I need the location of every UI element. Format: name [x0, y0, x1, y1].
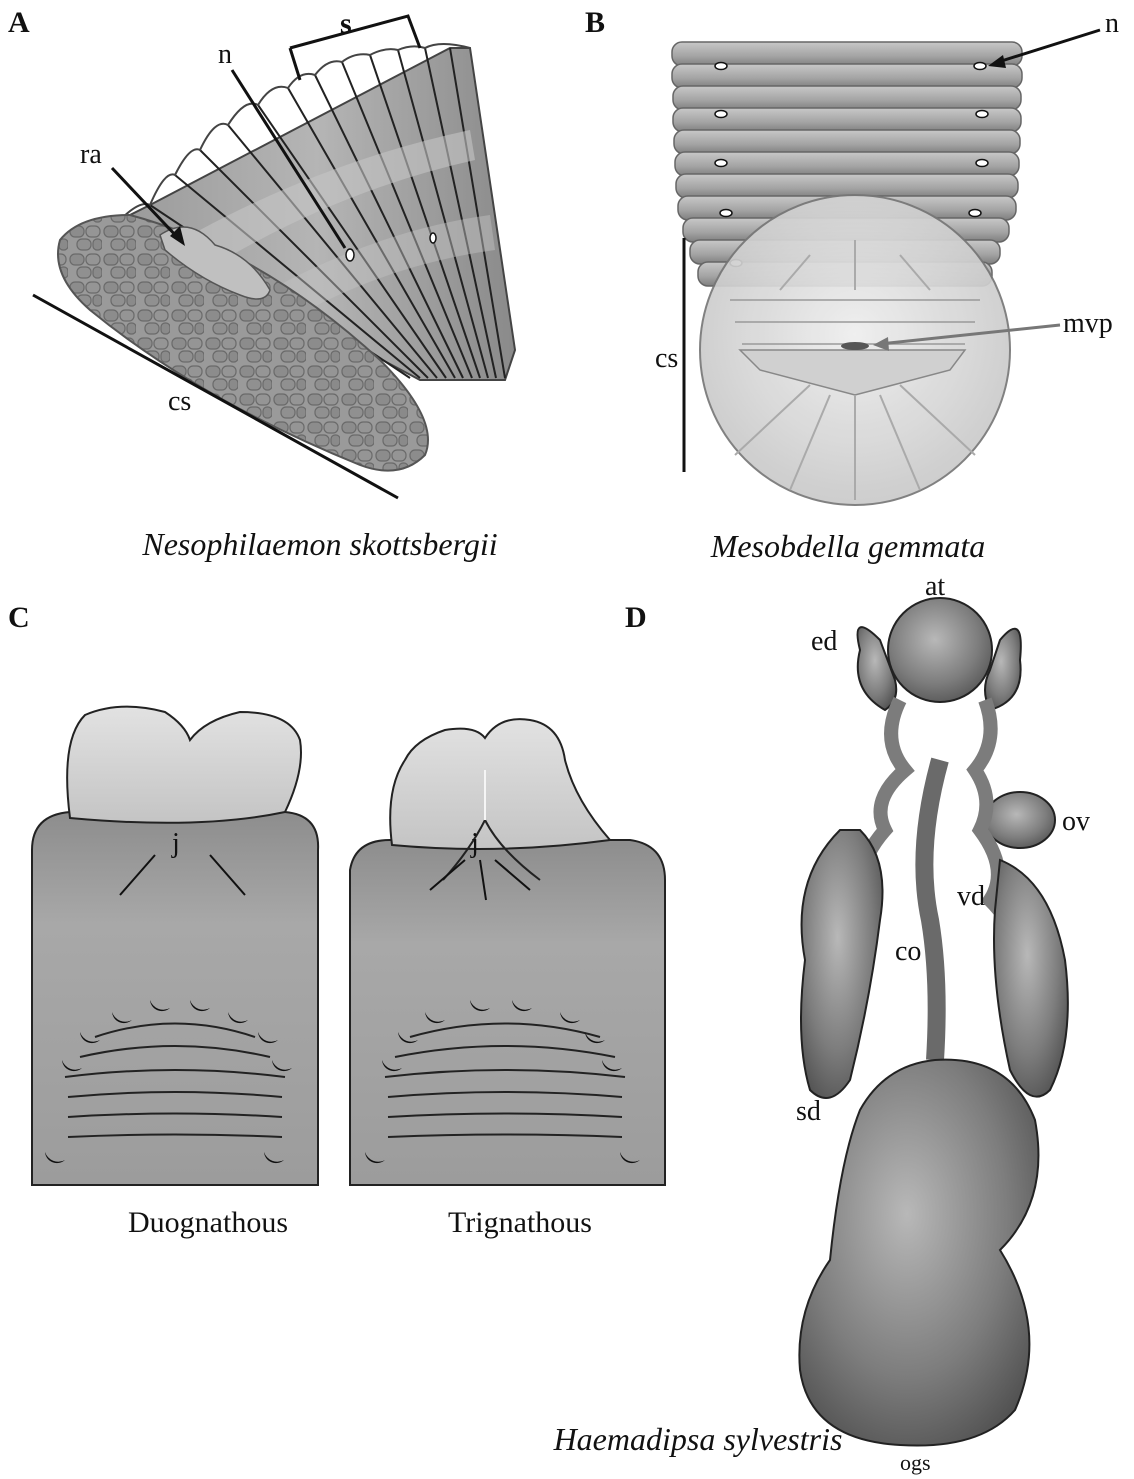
label-ra: ra [80, 139, 102, 170]
species-b: Mesobdella gemmata [710, 528, 986, 564]
trignathous-figure [350, 719, 665, 1185]
sperm-duct-right [994, 860, 1068, 1097]
caption-trignathous: Trignathous [448, 1206, 592, 1239]
ogs-sac [799, 1060, 1038, 1446]
duognathous-figure [32, 707, 318, 1185]
atrium-organ [858, 598, 1021, 710]
label-co: co [895, 936, 921, 967]
posterior-sucker-b [700, 195, 1010, 505]
label-sd: sd [796, 1096, 821, 1127]
label-ov: ov [1062, 806, 1090, 837]
label-vd: vd [957, 881, 985, 912]
label-cs-b: cs [655, 343, 678, 374]
caption-duognathous: Duognathous [128, 1206, 288, 1239]
label-s: s [340, 7, 352, 40]
label-ed: ed [811, 626, 837, 657]
label-cs: cs [168, 386, 191, 417]
label-n-b: n [1105, 8, 1119, 39]
panel-letter-d: D [625, 601, 647, 634]
panel-a: A [8, 6, 515, 562]
panel-c: C [8, 601, 665, 1239]
panel-letter-a: A [8, 6, 30, 39]
panel-letter-b: B [585, 6, 605, 39]
ovary [985, 792, 1055, 848]
label-mvp: mvp [1063, 308, 1113, 339]
label-at: at [925, 571, 945, 602]
label-n: n [218, 39, 232, 70]
sperm-duct-left [801, 830, 883, 1098]
panel-letter-c: C [8, 601, 30, 634]
nephridiopore [346, 249, 354, 261]
panel-b: B [585, 6, 1119, 564]
label-j-right: j [470, 828, 479, 859]
nephridiopore [430, 233, 436, 243]
label-j-left: j [171, 828, 180, 859]
species-d: Haemadipsa sylvestris [553, 1421, 843, 1457]
label-ogs: ogs [900, 1450, 931, 1475]
species-a: Nesophilaemon skottsbergii [141, 526, 497, 562]
